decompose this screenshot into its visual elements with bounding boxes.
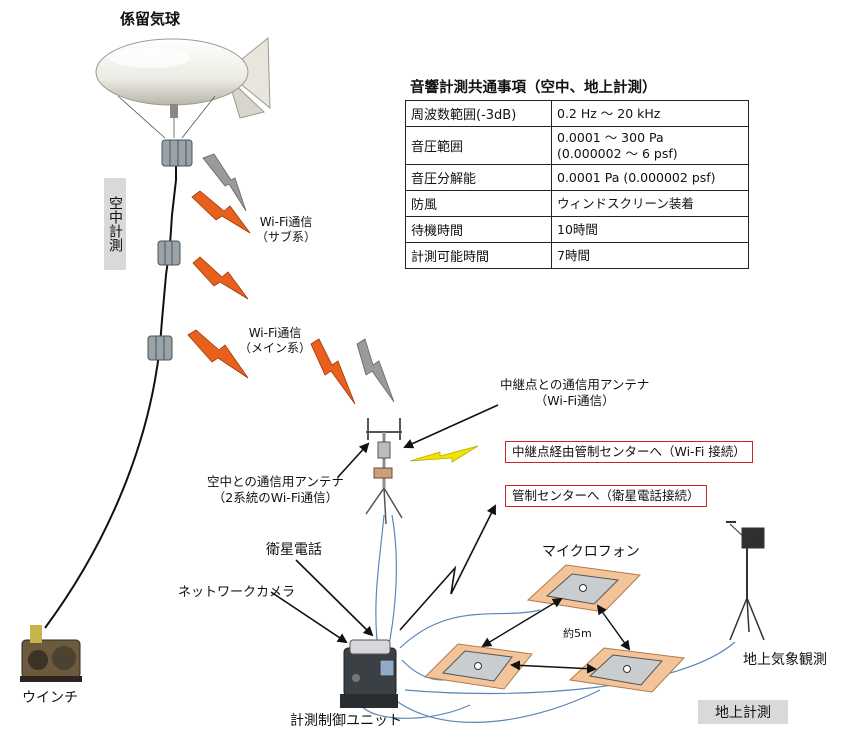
distance-arrow-bottom xyxy=(510,660,597,674)
spec-key: 音圧分解能 xyxy=(405,164,552,192)
wifi-main-bolt-orange-2 xyxy=(310,338,356,405)
sat-phone-label: 衛星電話 xyxy=(266,542,322,558)
air-measurement-tag: 空中計測 xyxy=(104,178,126,270)
arrow-relay-antenna xyxy=(403,404,499,449)
spec-key: 待機時間 xyxy=(405,216,552,244)
antenna-tower xyxy=(365,418,403,525)
ground-weather-label: 地上気象観測 xyxy=(743,652,827,668)
spec-key: 周波数範囲(-3dB) xyxy=(405,100,552,127)
relay-wifi-bolt-yellow xyxy=(409,445,479,463)
wifi-sub-bolt-orange-1 xyxy=(191,190,251,234)
tether-line xyxy=(44,150,177,629)
microphone-label: マイクロフォン xyxy=(542,544,640,560)
spec-key: 防風 xyxy=(405,190,552,218)
spec-value: ウィンドスクリーン装着 xyxy=(551,190,749,218)
distance-arrow-right xyxy=(596,604,631,651)
microphone-pad-left xyxy=(423,643,533,690)
wifi-sub-bolt-orange-2 xyxy=(192,256,249,300)
spec-row: 計測可能時間 7時間 xyxy=(405,242,749,270)
spec-row: 音圧範囲 0.0001 ～ 300 Pa (0.000002 ～ 6 psf) xyxy=(405,125,749,166)
satellite-route-box: 管制センターへ（衛星電話接続） xyxy=(505,485,707,507)
sensor-pod-bottom xyxy=(147,335,173,361)
spec-row: 周波数範囲(-3dB) 0.2 Hz ～ 20 kHz xyxy=(405,100,749,127)
balloon-label: 係留気球 xyxy=(120,10,181,28)
ground-measurement-tag: 地上計測 xyxy=(698,700,788,724)
spec-row: 待機時間 10時間 xyxy=(405,216,749,244)
microphone-pad-right xyxy=(568,647,686,693)
wifi-sub-label: Wi-Fi通信 （サブ系） xyxy=(256,215,317,244)
microphone-pad-top xyxy=(526,564,642,613)
spec-row: 音圧分解能 0.0001 Pa (0.000002 psf) xyxy=(405,164,749,192)
control-unit-label: 計測制御ユニット xyxy=(290,713,402,729)
spec-value: 0.2 Hz ～ 20 kHz xyxy=(551,100,749,127)
sensor-pod-top xyxy=(161,139,193,167)
sensor-pod-middle xyxy=(157,240,181,266)
distance-label: 約5m xyxy=(563,627,592,640)
winch xyxy=(20,625,82,682)
spec-value: 7時間 xyxy=(551,242,749,270)
arrow-sat-phone xyxy=(295,559,374,637)
network-camera-label: ネットワークカメラ xyxy=(178,585,296,600)
tethered-balloon xyxy=(95,36,271,139)
wifi-sub-bolt-gray xyxy=(202,153,247,212)
wifi-main-label: Wi-Fi通信 （メイン系） xyxy=(239,326,312,355)
spec-key: 音圧範囲 xyxy=(405,125,552,166)
spec-title: 音響計測共通事項（空中、地上計測） xyxy=(410,80,657,96)
arrow-air-antenna xyxy=(337,442,370,478)
spec-value: 10時間 xyxy=(551,216,749,244)
arrow-network-camera xyxy=(270,591,348,644)
control-unit xyxy=(340,639,398,708)
distance-arrow-left xyxy=(481,597,563,648)
spec-key: 計測可能時間 xyxy=(405,242,552,270)
spec-value: 0.0001 Pa (0.000002 psf) xyxy=(551,164,749,192)
spec-value: 0.0001 ～ 300 Pa (0.000002 ～ 6 psf) xyxy=(551,125,749,166)
wifi-main-bolt-gray xyxy=(356,338,395,403)
spec-row: 防風 ウィンドスクリーン装着 xyxy=(405,190,749,218)
arrow-satellite-link xyxy=(399,504,496,631)
spec-table: 周波数範囲(-3dB) 0.2 Hz ～ 20 kHz 音圧範囲 0.0001 … xyxy=(405,100,749,270)
wifi-main-bolt-orange-1 xyxy=(187,329,249,379)
winch-label: ウインチ xyxy=(22,690,78,706)
relay-route-box: 中継点経由管制センターへ（Wi-Fi 接続） xyxy=(505,441,753,463)
relay-antenna-label: 中継点との通信用アンテナ （Wi-Fi通信） xyxy=(500,377,650,408)
air-antenna-label: 空中との通信用アンテナ （2系統のWi-Fi通信） xyxy=(207,474,344,505)
weather-station xyxy=(726,521,765,641)
